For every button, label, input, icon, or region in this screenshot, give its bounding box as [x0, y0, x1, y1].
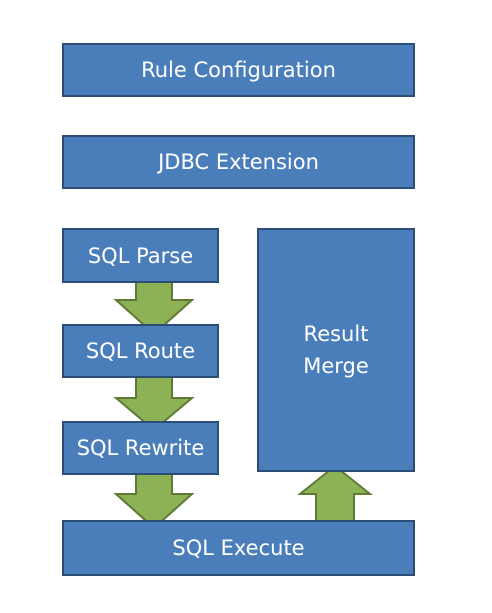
rule-configuration-label: Rule Configuration [141, 58, 336, 82]
jdbc-extension-box: JDBC Extension [62, 135, 415, 189]
result-merge-label: Result Merge [303, 322, 369, 378]
sql-execute-box: SQL Execute [62, 520, 415, 576]
result-merge-box: Result Merge [257, 228, 415, 472]
sql-route-label: SQL Route [85, 339, 196, 363]
rule-configuration-box: Rule Configuration [62, 43, 415, 97]
sql-parse-box: SQL Parse [62, 228, 219, 283]
arrow-execute-to-merge [297, 464, 373, 523]
arrow-route-to-rewrite [113, 376, 195, 432]
sql-rewrite-label: SQL Rewrite [76, 436, 205, 460]
arrow-rewrite-to-execute [113, 473, 195, 530]
sql-execute-label: SQL Execute [172, 536, 305, 560]
sql-route-box: SQL Route [62, 324, 219, 378]
arrow-parse-to-route [113, 281, 195, 336]
sql-parse-label: SQL Parse [87, 243, 194, 268]
sql-rewrite-box: SQL Rewrite [62, 421, 219, 475]
jdbc-extension-label: JDBC Extension [158, 150, 319, 174]
